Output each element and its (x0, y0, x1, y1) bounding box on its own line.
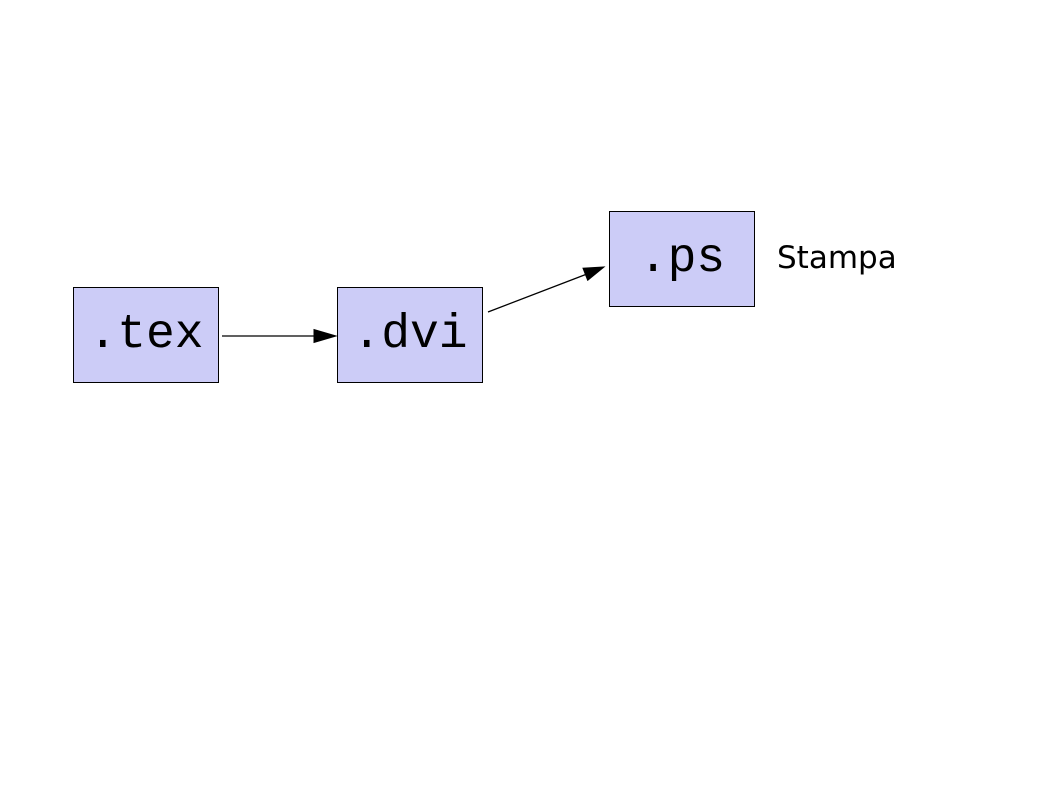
stampa-label: Stampa (777, 240, 897, 276)
node-ps-label: .ps (638, 232, 726, 286)
node-dvi-label: .dvi (352, 308, 468, 362)
node-tex: .tex (73, 287, 219, 383)
node-dvi: .dvi (337, 287, 483, 383)
node-ps: .ps (609, 211, 755, 307)
arrow-tex-to-dvi (222, 328, 338, 344)
arrow-dvi-to-ps (487, 266, 606, 313)
node-tex-label: .tex (88, 308, 204, 362)
